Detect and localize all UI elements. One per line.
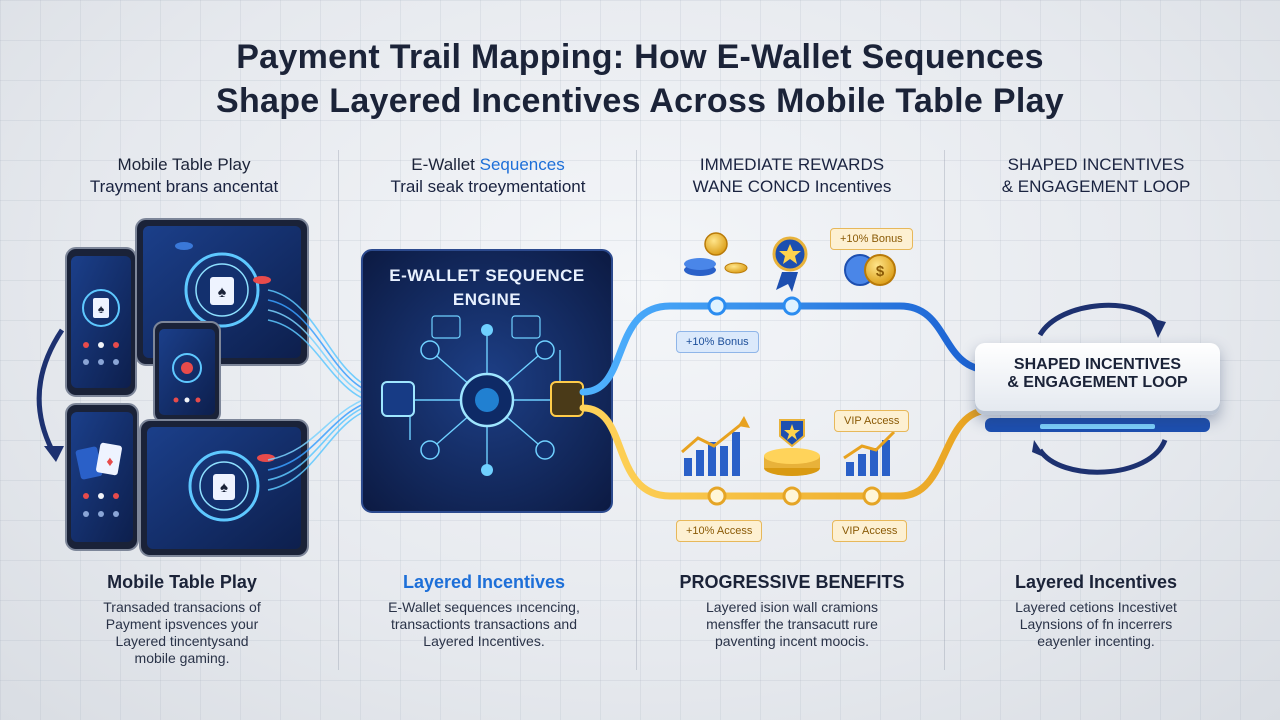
shaped-header-line1: SHAPED INCENTIVES [1007,155,1185,174]
shaped-column-footer: Layered Incentives Layered cetions Inces… [966,572,1226,650]
rewards-column-footer: PROGRESSIVE BENEFITS Layered ision wall … [662,572,922,650]
column-divider [338,150,339,670]
svg-text:♠: ♠ [98,302,105,316]
phone-device-icon [153,321,221,423]
loop-box-line1: SHAPED INCENTIVES [1013,356,1182,373]
engagement-loop-box: SHAPED INCENTIVES & ENGAGEMENT LOOP [975,343,1220,415]
blue-reward-track [579,296,994,396]
footer-text-line: Laynsions of fn incerrers [1019,616,1173,632]
coins-icon: $ [844,254,896,286]
footer-text-line: eayenler incenting. [1037,633,1155,649]
footer-text-line: Transaded transacions of [103,599,261,615]
star-badge-icon [772,236,808,292]
footer-text-line: mensffer the transacutt rure [706,616,878,632]
ewallet-footer-title: Layered Incentives [402,572,566,592]
growth-chart-icon [843,430,896,476]
engagement-loop-arrows-icon [1037,302,1168,475]
casino-chips-coins-icon [684,232,748,276]
mobile-column-header: Mobile Table Play Trayment brans ancenta… [54,154,314,198]
mobile-column-footer: Mobile Table Play Transaded transacions … [52,572,312,667]
loop-arrowhead-icon [1150,318,1166,338]
engine-title: E-WALLET SEQUENCE ENGINE [362,264,612,312]
footer-text-line: paventing incent moocis. [714,633,870,649]
column-divider [636,150,637,670]
loop-box-glow [1040,424,1155,429]
ewallet-column-header: E-Wallet Sequences Trail seak troeymenta… [358,154,618,198]
mobile-header-subtitle: Trayment brans ancentat [89,177,279,196]
footer-text-line: Layered Incentives. [423,633,545,649]
access-pill: +10% Access [676,520,763,542]
footer-text-line: transactionts transactions and [391,616,577,632]
shaped-column-header: SHAPED INCENTIVES & ENGAGEMENT LOOP [966,154,1226,198]
trophy-pedestal-icon [764,419,820,476]
footer-text-line: Layered cetions Incestivet [1015,599,1177,615]
footer-text-line: Layered tincentysand [115,633,249,649]
ewallet-header-subtitle: Trail seak troeymentationt [390,177,586,196]
footer-text-line: mobile gaming. [134,650,230,666]
column-divider [944,150,945,670]
phone-device-icon: ♠ [65,247,137,397]
engine-title-line2: ENGINE [452,290,522,309]
loop-box-line2: & ENGAGEMENT LOOP [1007,374,1188,391]
svg-text:♦: ♦ [106,453,113,469]
phone-device-icon: ♦ [65,403,139,551]
mobile-header-title: Mobile Table Play [117,155,251,174]
svg-text:$: $ [876,263,885,280]
page-title-line1: Payment Trail Mapping: How E-Wallet Sequ… [236,38,1044,76]
rewards-header-line1: IMMEDIATE REWARDS [699,155,885,174]
page-title-line2: Shape Layered Incentives Across Mobile T… [215,82,1064,120]
vip-access-pill: VIP Access [832,520,908,542]
rewards-column-header: IMMEDIATE REWARDS WANE CONCD Incentives [662,154,922,198]
vip-access-pill: VIP Access [834,410,910,432]
footer-text-line: E-Wallet sequences ıncencing, [388,599,580,615]
cycle-arrow-icon [36,328,65,462]
ewallet-header-title-b: Sequences [479,155,565,174]
footer-text-line: Payment ipsvences your [105,616,259,632]
mobile-footer-title: Mobile Table Play [107,572,257,592]
growth-chart-icon [681,416,750,476]
engine-title-line1: E-WALLET SEQUENCE [389,266,585,285]
ewallet-header-title-a: E-Wallet [411,155,480,174]
ewallet-column-footer: Layered Incentives E-Wallet sequences ın… [354,572,614,650]
ewallet-engine-panel [361,249,613,513]
shaped-footer-title: Layered Incentives [1014,572,1178,592]
bonus-pill: +10% Bonus [676,331,759,353]
gold-reward-track [579,404,994,506]
svg-text:♠: ♠ [220,479,228,496]
bonus-pill: +10% Bonus [830,228,913,250]
rewards-header-line2: WANE CONCD Incentives [692,177,892,196]
footer-text-line: Layered ision wall cramions [706,599,878,615]
svg-text:♠: ♠ [218,284,227,301]
loop-arrowhead-icon [1032,440,1046,458]
rewards-footer-title: PROGRESSIVE BENEFITS [679,572,905,592]
tablet-device-icon: ♠ [139,419,309,557]
shaped-header-line2: & ENGAGEMENT LOOP [1001,177,1191,196]
